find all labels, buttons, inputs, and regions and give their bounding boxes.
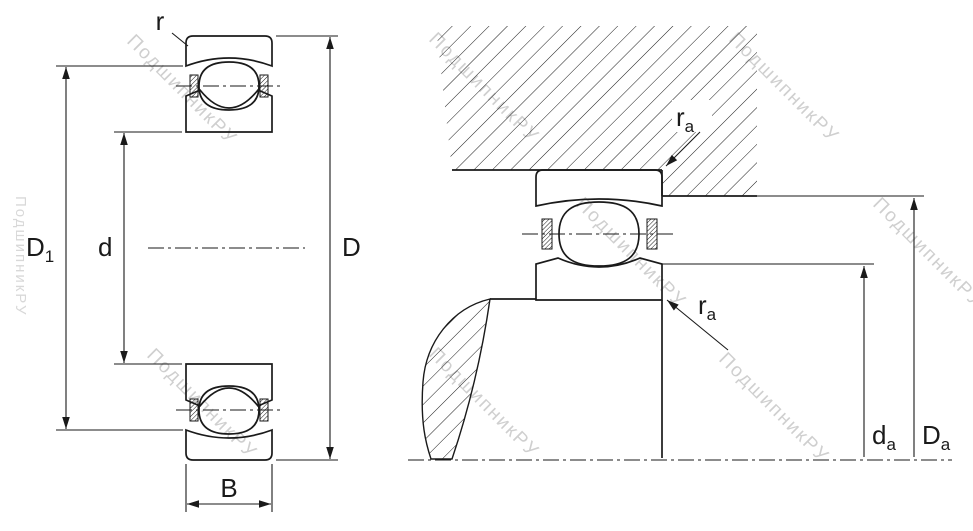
shaft-breakout-section (421, 298, 491, 460)
watermark-text: ПодшипникРУ (868, 194, 973, 313)
dimension-da: da (662, 263, 896, 457)
inner-ring-section-mounted (535, 257, 663, 301)
dim-label-D1: D1 (26, 232, 54, 266)
dim-label-d: d (98, 232, 112, 262)
dimension-D: D (276, 35, 361, 461)
housing-section (436, 26, 757, 196)
dimension-Da: Da (757, 195, 951, 457)
right-view-mounting: ra ra da Da (408, 26, 952, 461)
outer-ring-bottom-section (185, 428, 273, 461)
dim-label-da: da (872, 420, 896, 454)
left-view-cross-section: r D1 d D B (26, 6, 361, 512)
dimension-ra-top: ra (665, 100, 712, 167)
dim-label-ra-top: ra (676, 102, 695, 136)
dim-label-B: B (220, 473, 237, 503)
dim-label-D: D (342, 232, 361, 262)
outer-ring-section-mounted (535, 169, 663, 208)
dimension-ra-bottom: ra (666, 290, 729, 351)
dimension-r: r (156, 6, 189, 47)
dim-label-r: r (156, 6, 165, 36)
dimension-B: B (185, 464, 273, 512)
dim-label-Da: Da (922, 420, 951, 454)
dimension-D1: D1 (26, 65, 183, 431)
watermark-text: ПодшипникРУ (714, 349, 833, 468)
outer-ring-top-section (185, 35, 273, 68)
label-backing (672, 100, 712, 132)
dim-label-ra-bottom: ra (698, 290, 717, 324)
dimension-d: d (98, 131, 182, 365)
watermark-text: ПодшипникРУ (12, 196, 29, 317)
